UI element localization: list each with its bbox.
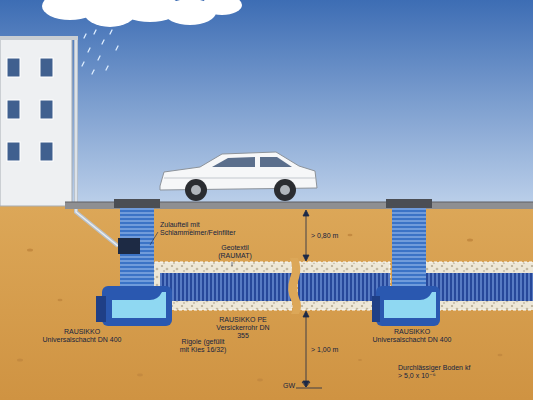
rain-part bbox=[116, 46, 118, 50]
building-part-part bbox=[40, 142, 53, 161]
soil-pebbles-part bbox=[498, 354, 503, 357]
building-part bbox=[0, 38, 72, 206]
soil-pebbles-part bbox=[257, 379, 263, 382]
rain-part bbox=[94, 30, 96, 34]
part-label: RAUSIKKO Universalschacht DN 400 bbox=[368, 328, 456, 344]
dimension-lines-part bbox=[306, 312, 307, 386]
rain bbox=[82, 30, 118, 74]
shaft-left-part bbox=[114, 199, 160, 208]
car bbox=[160, 152, 317, 201]
shaft-left-part bbox=[102, 286, 172, 326]
leader-lines-part bbox=[150, 232, 158, 245]
car-part bbox=[280, 185, 290, 195]
cloud-part bbox=[202, 0, 242, 15]
dimension-lines-part bbox=[302, 382, 310, 387]
shaft-right-part bbox=[384, 292, 436, 318]
dimension-label: > 0,80 m bbox=[311, 232, 351, 240]
rain-part bbox=[82, 62, 84, 66]
dimension-lines-part bbox=[306, 212, 307, 260]
note-label: Durchlässiger Boden kf > 5,0 x 10⁻⁶ bbox=[398, 364, 476, 380]
shaft-right-part bbox=[386, 199, 432, 208]
soil-pebbles-part bbox=[17, 359, 23, 362]
dimension-lines-part bbox=[296, 388, 322, 389]
leader-lines-part bbox=[232, 262, 233, 266]
sky bbox=[0, 0, 533, 206]
car-part bbox=[212, 157, 255, 167]
shaft-left-part bbox=[118, 238, 140, 254]
building-part-part bbox=[40, 100, 53, 119]
trench-right bbox=[424, 262, 533, 310]
car-part bbox=[274, 179, 296, 201]
part-label: Zulaufteil mit Schlammeimer/Feinfilter bbox=[160, 221, 260, 237]
part-label: RAUSIKKO PE Versickerrohr DN 355 bbox=[214, 316, 272, 340]
dimension-label: > 1,00 m bbox=[311, 346, 351, 354]
trench-left-part bbox=[160, 273, 292, 301]
building-part bbox=[0, 36, 78, 40]
soil-pebbles-part bbox=[348, 234, 353, 237]
shaft-left bbox=[96, 199, 172, 326]
dimension-lines-part bbox=[303, 210, 309, 216]
rain-part bbox=[84, 34, 86, 38]
car-part bbox=[185, 179, 207, 201]
car-part bbox=[260, 157, 292, 167]
building-part-part bbox=[7, 58, 20, 77]
downpipe-highlight bbox=[76, 40, 118, 246]
leader-lines bbox=[150, 232, 232, 266]
rain-part bbox=[98, 56, 100, 60]
car-part bbox=[191, 185, 201, 195]
rain-part bbox=[102, 40, 104, 44]
dimension-lines-part bbox=[303, 381, 309, 387]
building bbox=[0, 36, 78, 206]
building-part-part bbox=[7, 142, 20, 161]
groundwater-label: GW bbox=[283, 382, 299, 390]
soil-pebbles-part bbox=[58, 299, 63, 302]
shaft-right-part bbox=[392, 208, 426, 288]
cloud bbox=[42, 0, 242, 27]
section-break bbox=[288, 258, 301, 314]
part-label: Rigole (gefüllt mit Kies 16/32) bbox=[176, 338, 230, 354]
trench-right-part bbox=[424, 262, 533, 310]
soil-pebbles-part bbox=[467, 239, 473, 242]
building-part bbox=[7, 58, 53, 161]
rain-part bbox=[92, 70, 94, 74]
building-part-part bbox=[40, 58, 53, 77]
rain-part bbox=[88, 48, 90, 52]
soil-pebbles-part bbox=[358, 359, 362, 361]
dimension-lines-part bbox=[303, 311, 309, 317]
downpipe bbox=[76, 40, 118, 246]
dimension-lines-part bbox=[303, 255, 309, 261]
car-part bbox=[164, 178, 315, 179]
shaft-right-part bbox=[372, 296, 380, 322]
shaft-right bbox=[372, 199, 440, 326]
shaft-right-part bbox=[376, 286, 440, 326]
building-part-part bbox=[7, 100, 20, 119]
trench-right-part bbox=[424, 273, 533, 301]
rain-part bbox=[106, 66, 108, 70]
soil-pebbles-part bbox=[137, 374, 143, 377]
part-label: RAUSIKKO Universalschacht DN 400 bbox=[38, 328, 126, 344]
soil-pebbles bbox=[17, 229, 503, 382]
soil-pebbles-part bbox=[27, 249, 33, 252]
shaft-left-part bbox=[96, 296, 106, 322]
rain-part bbox=[110, 30, 112, 34]
shaft-left-part bbox=[112, 292, 166, 318]
part-label: Geotextil (RAUMAT) bbox=[212, 244, 258, 260]
